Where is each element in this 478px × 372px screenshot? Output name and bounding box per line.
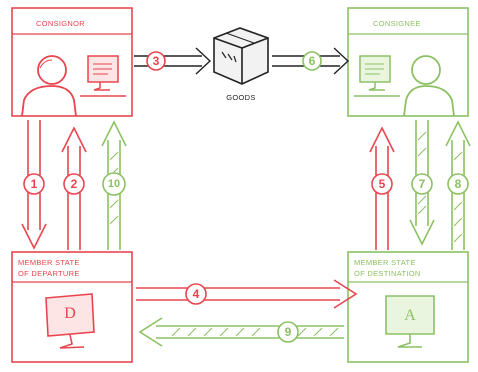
arrow-9 [140, 318, 344, 346]
departure-screen-letter: D [64, 305, 76, 322]
step-badge-1: 1 [24, 174, 44, 194]
destination-title-line2: OF DESTINATION [354, 269, 421, 278]
step-badge-3: 3 [147, 52, 165, 70]
step-number-1: 1 [31, 177, 38, 191]
consignee-title: CONSIGNEE [373, 19, 421, 28]
step-number-9: 9 [285, 325, 292, 339]
step-number-2: 2 [71, 177, 78, 191]
consignee-box: CONSIGNEE [348, 8, 468, 116]
step-number-8: 8 [455, 177, 462, 191]
step-badge-2: 2 [64, 174, 84, 194]
step-badge-5: 5 [372, 174, 392, 194]
step-badge-6: 6 [303, 52, 321, 70]
step-number-5: 5 [379, 177, 386, 191]
step-badge-10: 10 [103, 173, 125, 195]
step-number-3: 3 [153, 54, 160, 68]
destination-screen-letter: A [404, 307, 416, 324]
destination-title-line1: MEMBER STATE [354, 258, 416, 267]
departure-box: MEMBER STATE OF DEPARTURE D [12, 252, 132, 362]
arrow-3 [134, 48, 210, 74]
step-number-7: 7 [419, 177, 426, 191]
consignor-box: CONSIGNOR [12, 8, 132, 116]
step-number-6: 6 [309, 54, 316, 68]
goods-label: GOODS [226, 93, 255, 102]
step-number-10: 10 [108, 178, 120, 190]
step-badge-9: 9 [278, 322, 298, 342]
goods-box-icon [214, 28, 268, 84]
step-badge-7: 7 [412, 174, 432, 194]
step-badge-4: 4 [186, 284, 206, 304]
step-number-4: 4 [193, 287, 200, 301]
departure-title-line1: MEMBER STATE [18, 258, 80, 267]
destination-box: MEMBER STATE OF DESTINATION A [348, 252, 468, 362]
step-badge-8: 8 [448, 174, 468, 194]
consignor-title: CONSIGNOR [36, 19, 85, 28]
departure-title-line2: OF DEPARTURE [18, 269, 80, 278]
arrow-4 [136, 280, 356, 308]
